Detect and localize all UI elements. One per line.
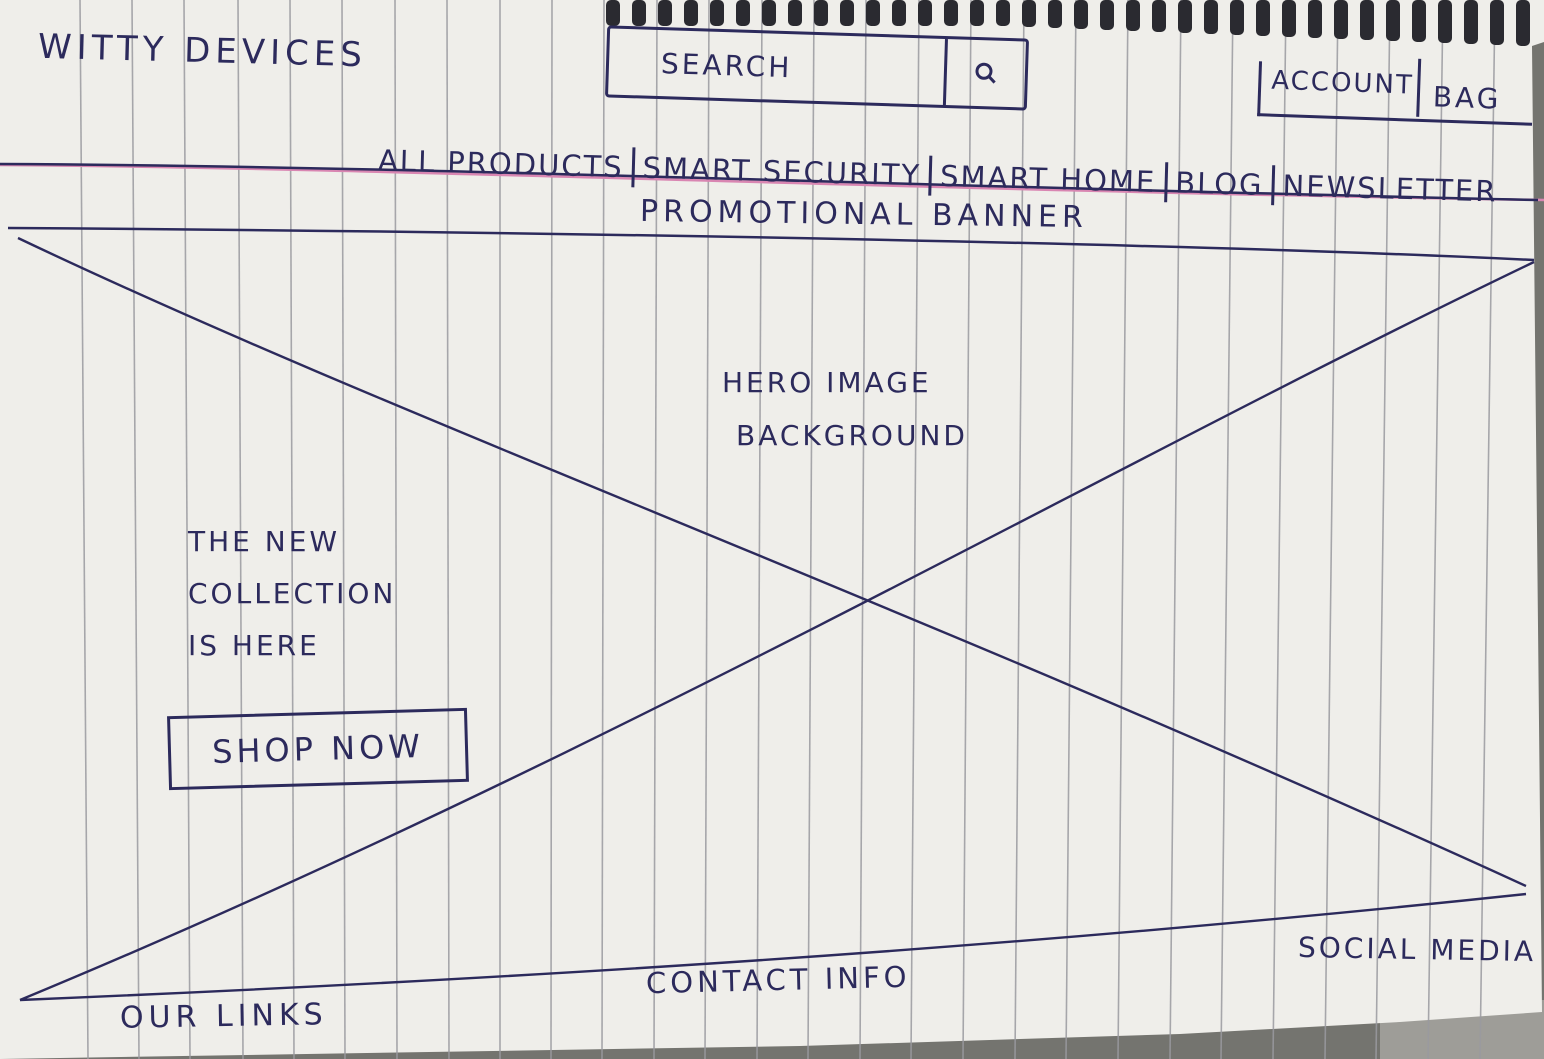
- divider: [1416, 58, 1422, 117]
- footer-our-links[interactable]: OUR LINKS: [119, 997, 328, 1036]
- tagline-line: COLLECTION: [188, 576, 397, 610]
- search-icon: [975, 62, 996, 84]
- brand-logo[interactable]: WITTY DEVICES: [37, 26, 368, 76]
- nav-item-newsletter[interactable]: NEWSLETTER: [1282, 168, 1498, 209]
- hero-image-label-line: BACKGROUND: [736, 419, 968, 453]
- hero-tagline: THE NEW COLLECTION IS HERE: [188, 516, 396, 671]
- promotional-banner[interactable]: PROMOTIONAL BANNER: [639, 193, 1089, 236]
- account-link[interactable]: ACCOUNT: [1270, 65, 1415, 101]
- nav-item-smart-home[interactable]: SMART HOME: [939, 158, 1157, 199]
- spiral-binding: [606, 0, 1530, 46]
- hero-image-label: HERO IMAGE BACKGROUND: [722, 356, 968, 462]
- tagline-line: IS HERE: [188, 628, 320, 662]
- footer-social-media[interactable]: SOCIAL MEDIA: [1297, 930, 1537, 969]
- nav-item-smart-security[interactable]: SMART SECURITY: [642, 150, 922, 193]
- tagline-line: THE NEW: [188, 525, 341, 558]
- nav-item-all-products[interactable]: ALL PRODUCTS: [377, 143, 625, 185]
- footer-contact-info[interactable]: CONTACT INFO: [645, 959, 911, 1001]
- search-input[interactable]: [608, 28, 942, 105]
- search-button[interactable]: [942, 39, 1026, 108]
- hero-image-label-line: HERO IMAGE: [722, 366, 932, 399]
- bag-link[interactable]: BAG: [1432, 80, 1503, 116]
- nav-item-blog[interactable]: BLOG: [1174, 165, 1265, 202]
- shop-now-button[interactable]: SHOP NOW: [167, 707, 469, 791]
- account-bag-area: ACCOUNT BAG: [1257, 58, 1534, 126]
- search-bar: [604, 25, 1030, 111]
